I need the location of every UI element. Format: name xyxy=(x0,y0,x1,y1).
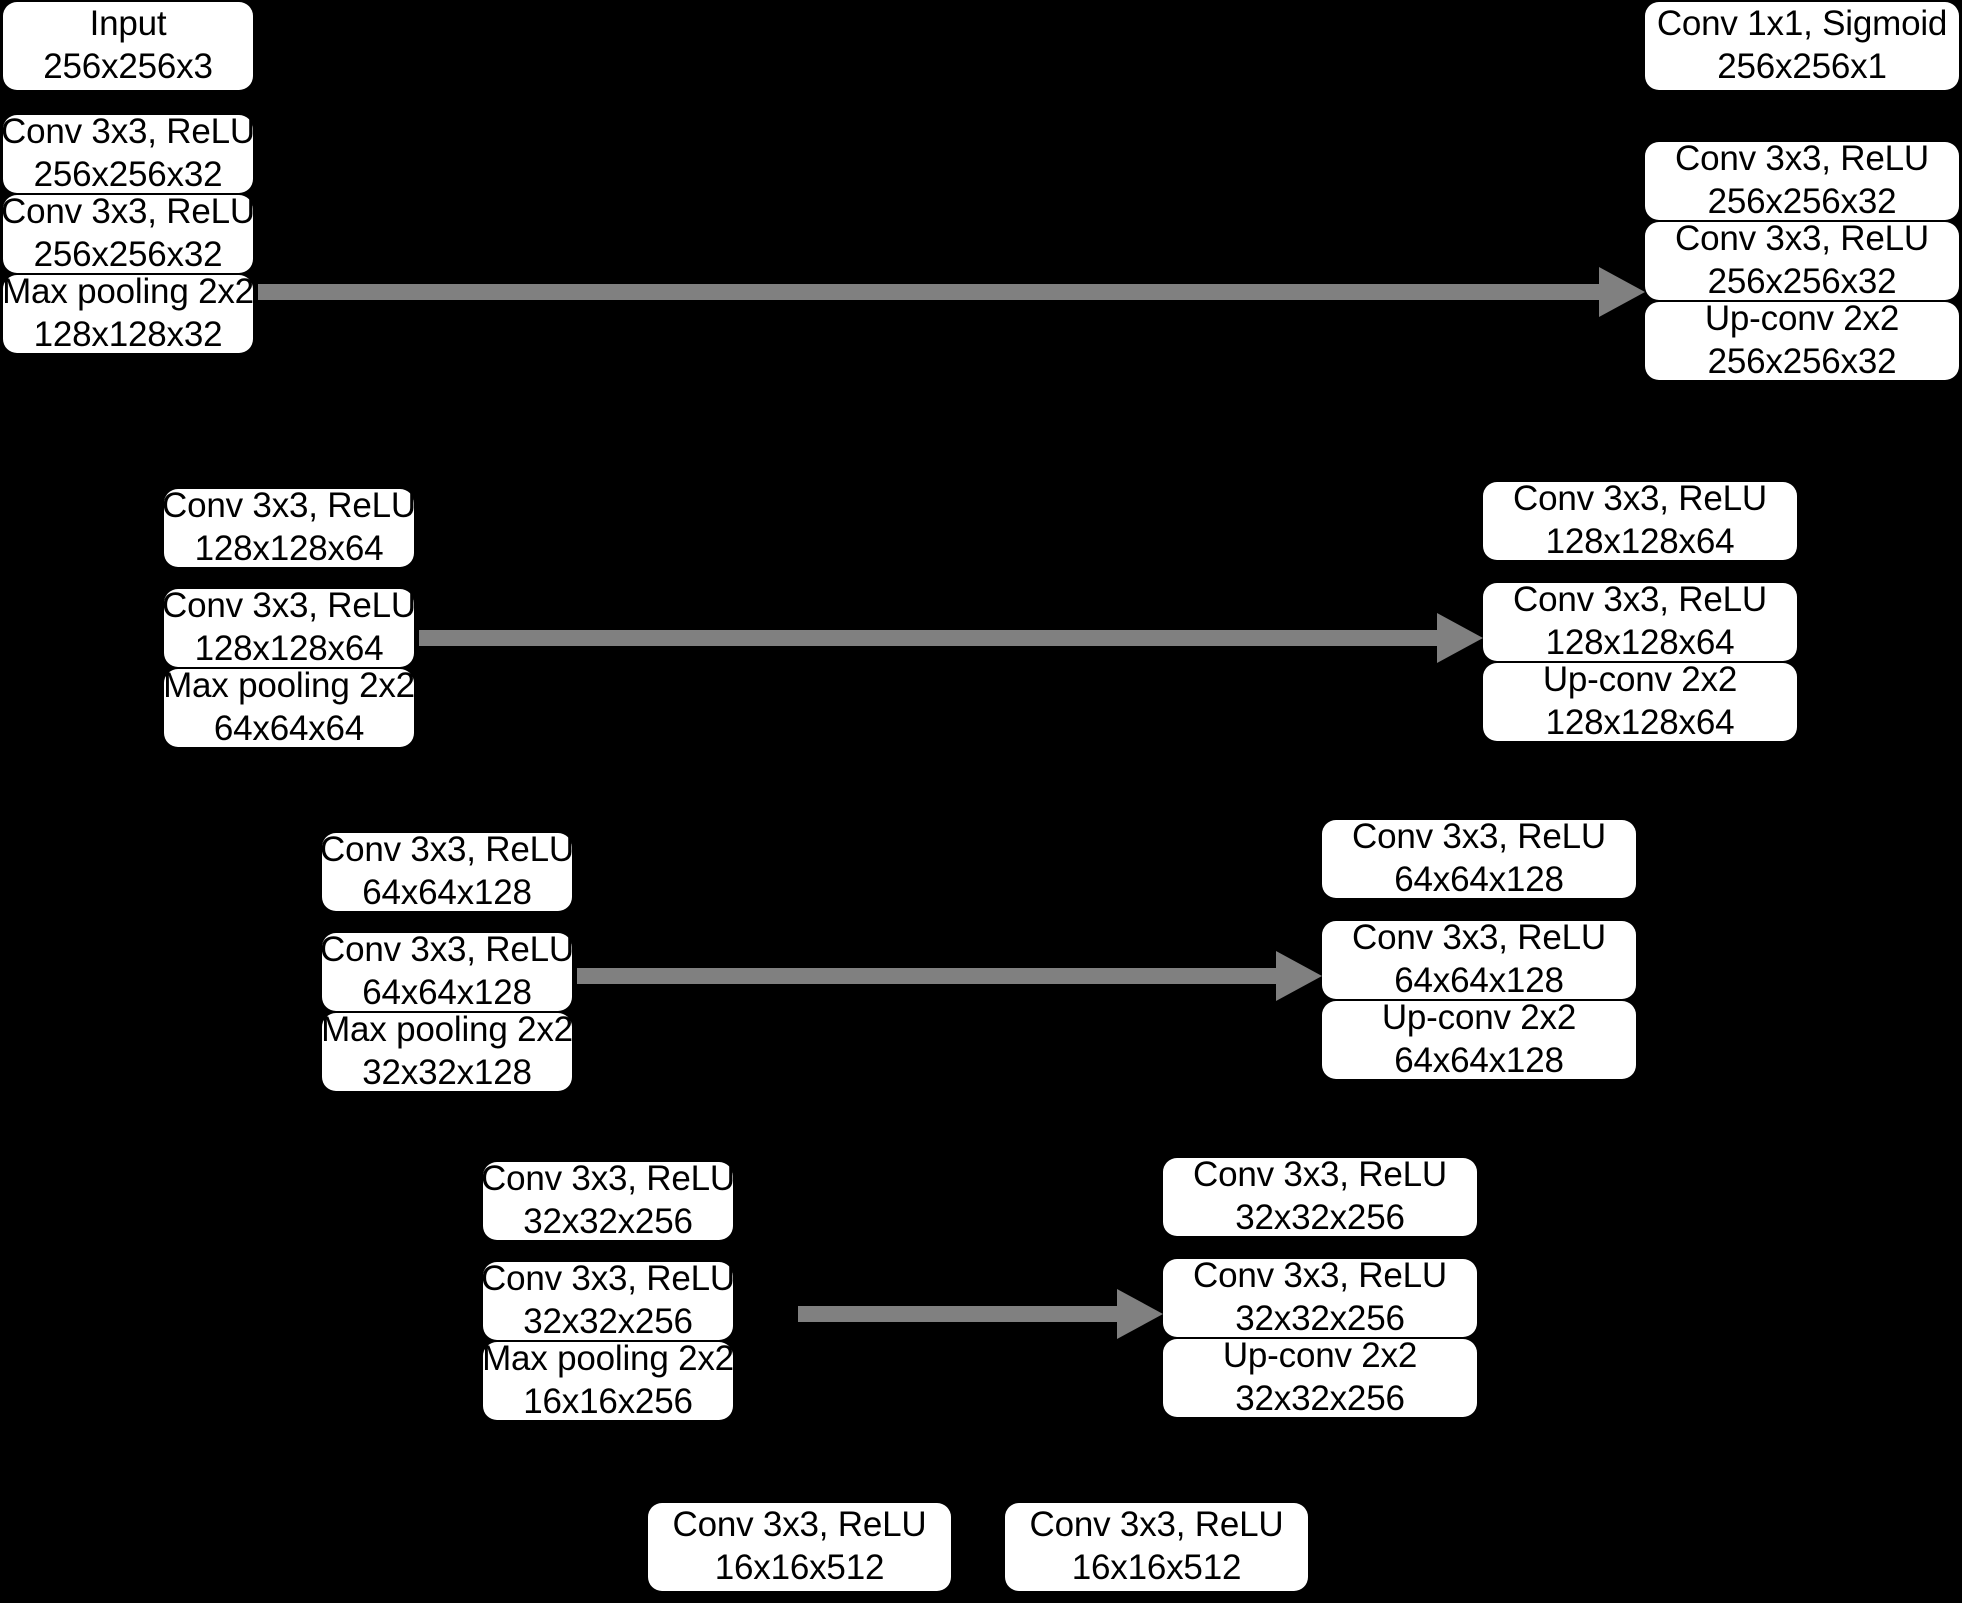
node-input[interactable]: Input 256x256x3 xyxy=(3,2,253,90)
node-enc1-conv2-line1: Conv 3x3, ReLU xyxy=(1,192,255,232)
node-enc2-conv1-line1: Conv 3x3, ReLU xyxy=(162,486,416,526)
node-dec1-conv2-line2: 256x256x32 xyxy=(1707,262,1897,301)
node-enc4-conv1[interactable]: Conv 3x3, ReLU 32x32x256 xyxy=(481,1159,735,1241)
node-enc1-pool-line2: 128x128x32 xyxy=(33,315,223,354)
node-enc2-pool[interactable]: Max pooling 2x2 64x64x64 xyxy=(163,666,415,748)
node-dec2-conv2-line1: Conv 3x3, ReLU xyxy=(1513,580,1767,620)
node-enc2-conv2-line2: 128x128x64 xyxy=(194,629,384,668)
node-enc3-pool-line2: 32x32x128 xyxy=(362,1053,532,1092)
node-bottleneck-conv2-line2: 16x16x512 xyxy=(1071,1548,1242,1587)
node-dec2-conv1[interactable]: Conv 3x3, ReLU 128x128x64 xyxy=(1483,479,1797,561)
node-enc1-pool[interactable]: Max pooling 2x2 128x128x32 xyxy=(2,272,254,354)
node-dec3-upconv-line1: Up-conv 2x2 xyxy=(1381,998,1577,1038)
node-dec3-conv2-line1: Conv 3x3, ReLU xyxy=(1352,918,1606,958)
node-dec4-conv2-line2: 32x32x256 xyxy=(1235,1299,1405,1338)
node-enc3-pool[interactable]: Max pooling 2x2 32x32x128 xyxy=(321,1010,573,1092)
node-dec1-upconv[interactable]: Up-conv 2x2 256x256x32 xyxy=(1645,299,1959,381)
node-dec4-conv2-line1: Conv 3x3, ReLU xyxy=(1193,1256,1447,1296)
node-dec3-conv2-line2: 64x64x128 xyxy=(1394,961,1564,1000)
node-dec1-conv2[interactable]: Conv 3x3, ReLU 256x256x32 xyxy=(1645,219,1959,301)
node-output-line1: Conv 1x1, Sigmoid xyxy=(1656,4,1948,44)
skip-connection-level-4-arrowhead xyxy=(1117,1289,1163,1339)
node-enc4-pool-line1: Max pooling 2x2 xyxy=(482,1339,734,1379)
node-enc4-conv2-line2: 32x32x256 xyxy=(523,1302,693,1341)
node-dec1-conv2-line1: Conv 3x3, ReLU xyxy=(1675,219,1929,259)
node-dec4-conv2[interactable]: Conv 3x3, ReLU 32x32x256 xyxy=(1163,1256,1477,1338)
node-dec1-conv1[interactable]: Conv 3x3, ReLU 256x256x32 xyxy=(1645,139,1959,221)
node-enc3-conv1[interactable]: Conv 3x3, ReLU 64x64x128 xyxy=(320,830,574,912)
node-bottleneck-conv2-line1: Conv 3x3, ReLU xyxy=(1029,1505,1284,1545)
node-dec3-conv1-line1: Conv 3x3, ReLU xyxy=(1352,817,1606,857)
node-bottleneck-conv2[interactable]: Conv 3x3, ReLU 16x16x512 xyxy=(1005,1503,1308,1591)
node-enc3-conv2-line2: 64x64x128 xyxy=(362,973,532,1012)
node-dec1-conv1-line1: Conv 3x3, ReLU xyxy=(1675,139,1929,179)
node-enc2-pool-line2: 64x64x64 xyxy=(213,709,365,748)
node-enc3-conv2-line1: Conv 3x3, ReLU xyxy=(320,930,574,970)
node-bottleneck-conv1-line2: 16x16x512 xyxy=(714,1548,885,1587)
node-bottleneck-conv1[interactable]: Conv 3x3, ReLU 16x16x512 xyxy=(648,1503,951,1591)
node-enc3-pool-line1: Max pooling 2x2 xyxy=(321,1010,573,1050)
node-dec4-conv1[interactable]: Conv 3x3, ReLU 32x32x256 xyxy=(1163,1155,1477,1237)
node-enc3-conv1-line2: 64x64x128 xyxy=(362,873,532,912)
node-dec2-conv1-line2: 128x128x64 xyxy=(1545,522,1735,561)
node-enc2-conv2[interactable]: Conv 3x3, ReLU 128x128x64 xyxy=(162,586,416,668)
node-dec4-upconv-line2: 32x32x256 xyxy=(1235,1379,1405,1418)
skip-connection-level-1-arrowhead xyxy=(1599,267,1645,317)
node-output-line2: 256x256x1 xyxy=(1717,47,1887,86)
node-dec2-upconv-line1: Up-conv 2x2 xyxy=(1542,660,1738,700)
skip-connection-level-3-arrowhead xyxy=(1276,951,1322,1001)
node-dec3-upconv[interactable]: Up-conv 2x2 64x64x128 xyxy=(1322,998,1636,1080)
node-enc4-conv2[interactable]: Conv 3x3, ReLU 32x32x256 xyxy=(481,1259,735,1341)
node-dec3-conv2[interactable]: Conv 3x3, ReLU 64x64x128 xyxy=(1322,918,1636,1000)
node-dec2-upconv-line2: 128x128x64 xyxy=(1545,703,1735,742)
node-enc4-conv1-line2: 32x32x256 xyxy=(523,1202,693,1241)
node-dec4-conv1-line1: Conv 3x3, ReLU xyxy=(1193,1155,1447,1195)
node-enc1-conv1[interactable]: Conv 3x3, ReLU 256x256x32 xyxy=(1,112,255,194)
node-dec4-upconv-line1: Up-conv 2x2 xyxy=(1222,1336,1418,1376)
node-output[interactable]: Conv 1x1, Sigmoid 256x256x1 xyxy=(1645,2,1959,90)
node-dec1-upconv-line1: Up-conv 2x2 xyxy=(1704,299,1900,339)
node-enc2-pool-line1: Max pooling 2x2 xyxy=(163,666,415,706)
node-enc1-conv2[interactable]: Conv 3x3, ReLU 256x256x32 xyxy=(1,192,255,274)
skip-connection-level-3-shaft xyxy=(577,968,1276,984)
node-enc2-conv2-line1: Conv 3x3, ReLU xyxy=(162,586,416,626)
node-enc1-pool-line1: Max pooling 2x2 xyxy=(2,272,254,312)
node-input-line2: 256x256x3 xyxy=(43,47,213,86)
node-enc2-conv1-line2: 128x128x64 xyxy=(194,529,384,568)
skip-connection-level-2-arrowhead xyxy=(1437,613,1483,663)
node-input-line1: Input xyxy=(89,4,167,44)
node-dec3-conv1[interactable]: Conv 3x3, ReLU 64x64x128 xyxy=(1322,817,1636,899)
skip-connection-level-4-shaft xyxy=(798,1306,1117,1322)
node-enc1-conv1-line2: 256x256x32 xyxy=(33,155,223,194)
node-enc1-conv2-line2: 256x256x32 xyxy=(33,235,223,274)
node-dec2-upconv[interactable]: Up-conv 2x2 128x128x64 xyxy=(1483,660,1797,742)
node-dec3-upconv-line2: 64x64x128 xyxy=(1394,1041,1564,1080)
node-dec4-upconv[interactable]: Up-conv 2x2 32x32x256 xyxy=(1163,1336,1477,1418)
node-dec2-conv2-line2: 128x128x64 xyxy=(1545,623,1735,662)
node-enc4-pool-line2: 16x16x256 xyxy=(523,1382,693,1421)
node-enc4-conv1-line1: Conv 3x3, ReLU xyxy=(481,1159,735,1199)
node-dec2-conv1-line1: Conv 3x3, ReLU xyxy=(1513,479,1767,519)
node-enc2-conv1[interactable]: Conv 3x3, ReLU 128x128x64 xyxy=(162,486,416,568)
node-enc3-conv1-line1: Conv 3x3, ReLU xyxy=(320,830,574,870)
node-bottleneck-conv1-line1: Conv 3x3, ReLU xyxy=(672,1505,927,1545)
skip-connection-level-2-shaft xyxy=(419,630,1437,646)
node-dec1-conv1-line2: 256x256x32 xyxy=(1707,182,1897,221)
node-dec3-conv1-line2: 64x64x128 xyxy=(1394,860,1564,899)
node-enc3-conv2[interactable]: Conv 3x3, ReLU 64x64x128 xyxy=(320,930,574,1012)
skip-connection-level-1-shaft xyxy=(258,284,1599,300)
node-dec1-upconv-line2: 256x256x32 xyxy=(1707,342,1897,381)
node-enc1-conv1-line1: Conv 3x3, ReLU xyxy=(1,112,255,152)
node-dec2-conv2[interactable]: Conv 3x3, ReLU 128x128x64 xyxy=(1483,580,1797,662)
node-enc4-pool[interactable]: Max pooling 2x2 16x16x256 xyxy=(482,1339,734,1421)
node-enc4-conv2-line1: Conv 3x3, ReLU xyxy=(481,1259,735,1299)
node-dec4-conv1-line2: 32x32x256 xyxy=(1235,1198,1405,1237)
